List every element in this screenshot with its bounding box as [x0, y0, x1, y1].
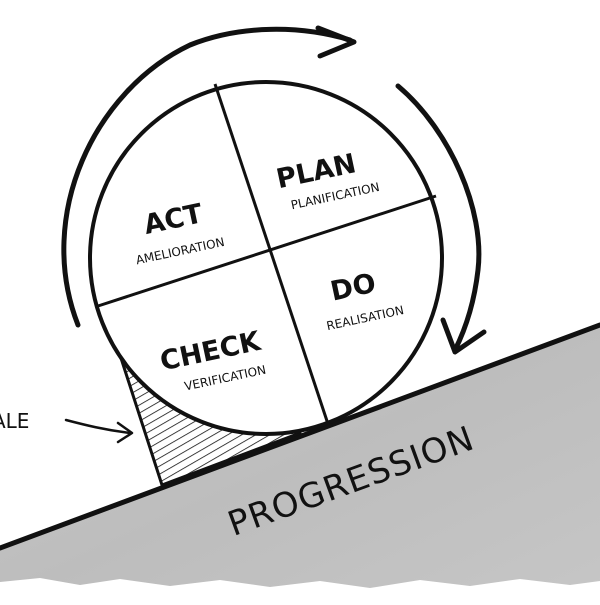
progression-slope — [0, 325, 600, 600]
cycle-arrow-right-arc — [395, 83, 482, 353]
wedge-label-arrowhead — [116, 421, 134, 444]
cycle-arrow-arc — [61, 26, 353, 328]
pdca-wheel — [88, 80, 444, 436]
cycle-arrow-right-head — [440, 317, 487, 355]
slope-torn-edge — [0, 578, 600, 600]
wheel-divider-horizontal — [97, 194, 437, 308]
wheel-divider-vertical — [213, 83, 330, 425]
wedge-label: CALE — [0, 409, 29, 433]
cycle-arrow-top-head — [315, 25, 357, 59]
wedge-label-arrow — [64, 418, 132, 435]
slope-edge — [0, 322, 600, 551]
